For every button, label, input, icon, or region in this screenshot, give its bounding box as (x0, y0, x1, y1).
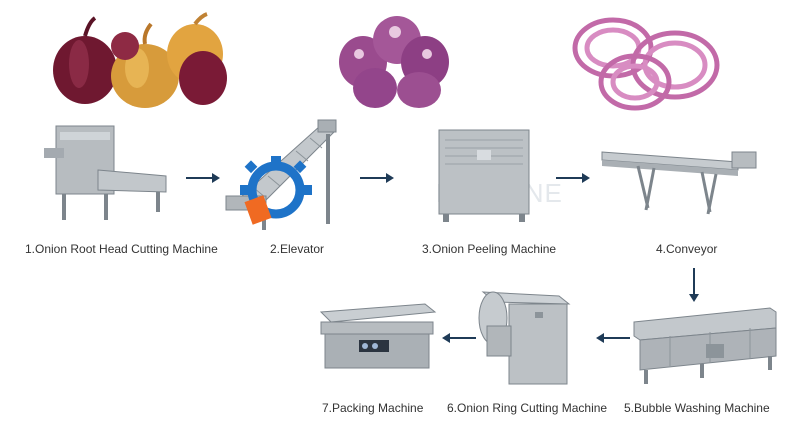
step-1-label: 1.Onion Root Head Cutting Machine (25, 242, 218, 256)
arrow-down-icon (689, 268, 699, 302)
arrow-right-icon (360, 173, 394, 183)
onion-ring-cutting-machine-image (478, 291, 571, 385)
step-2-label: 2.Elevator (270, 242, 325, 256)
step-3-label: 3.Onion Peeling Machine (422, 242, 557, 256)
step-5-label: 5.Bubble Washing Machine (624, 401, 770, 415)
peeled-onions-image (339, 16, 449, 108)
arrow-right-icon (186, 173, 220, 183)
step-7-label: 7.Packing Machine (322, 401, 424, 415)
step-6-label: 6.Onion Ring Cutting Machine (447, 401, 608, 415)
gear-logo-icon (240, 156, 312, 225)
bubble-washing-machine-image (633, 307, 777, 384)
arrow-left-icon (442, 333, 476, 343)
step-4-label: 4.Conveyor (656, 242, 718, 256)
root-head-cutting-machine-image (44, 125, 167, 220)
packing-machine-image (319, 303, 437, 369)
whole-onions-image (53, 12, 227, 108)
arrow-left-icon (596, 333, 630, 343)
onion-peeling-machine-image (438, 129, 530, 222)
arrow-right-icon (556, 173, 590, 183)
conveyor-machine-image (601, 151, 757, 215)
onion-rings-image (572, 17, 720, 111)
